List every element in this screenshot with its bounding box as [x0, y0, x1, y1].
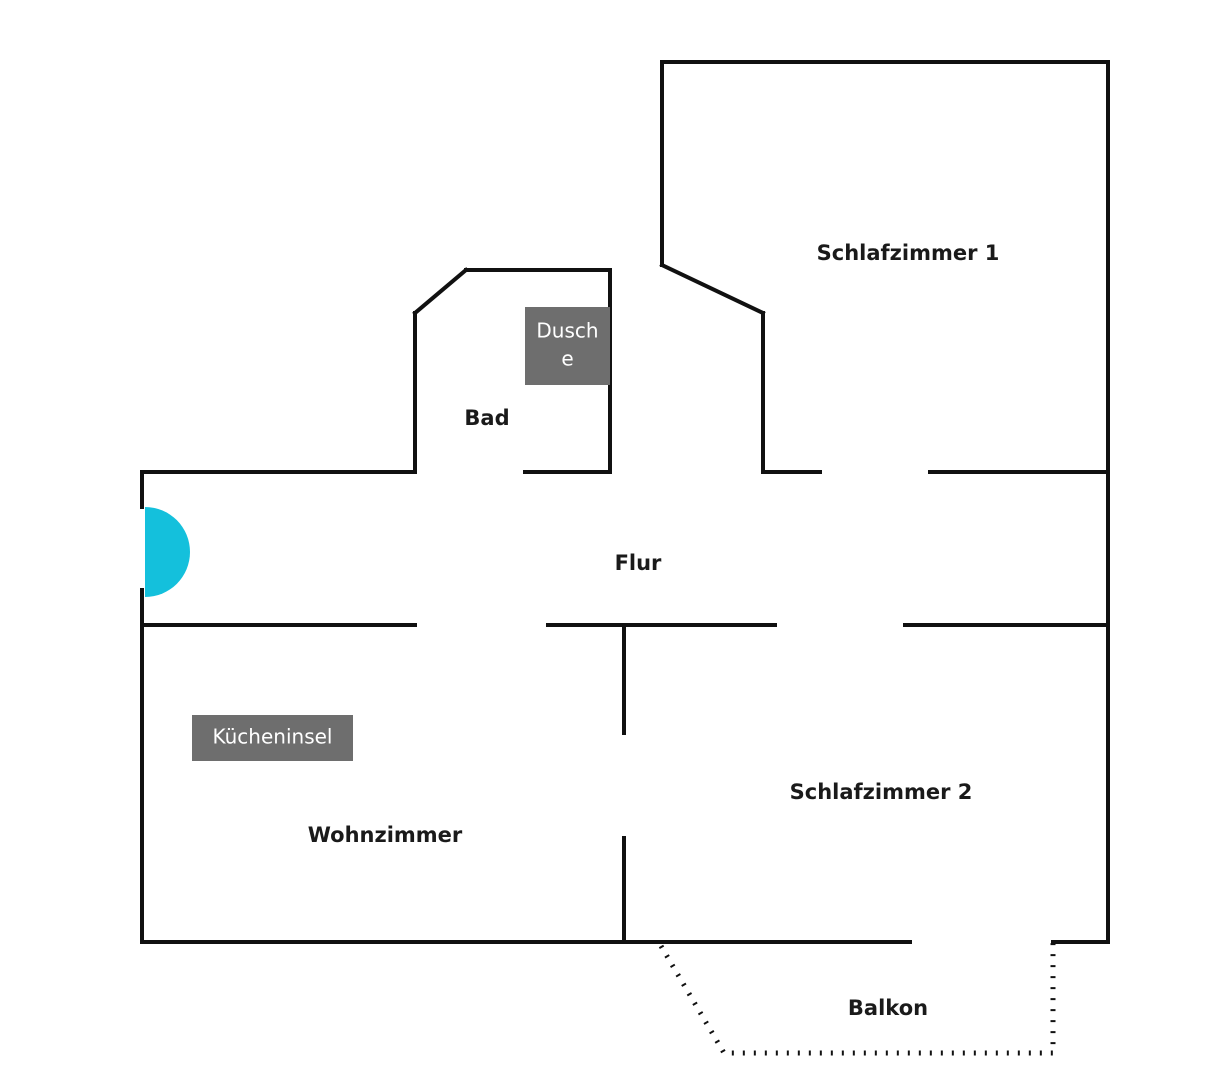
wall-bad-diagonal [412, 267, 469, 316]
room-label-wohnzimmer: Wohnzimmer [308, 823, 463, 847]
walls-group [140, 60, 1110, 944]
fixture-dusche: Dusch e [525, 307, 610, 385]
fixture-label-dusche: e [561, 347, 573, 371]
fixture-box-dusche [525, 307, 610, 385]
room-label-schlafzimmer-2: Schlafzimmer 2 [790, 780, 973, 804]
room-label-balkon: Balkon [848, 996, 928, 1020]
entrance-door-swing-icon[interactable] [145, 507, 190, 597]
room-label-flur: Flur [615, 551, 662, 575]
room-label-bad: Bad [464, 406, 509, 430]
fixture-label-kuecheninsel: Kücheninsel [213, 725, 333, 749]
entrance-door-group[interactable] [145, 507, 190, 597]
fixture-box-kuecheninsel [192, 715, 353, 761]
room-label-schlafzimmer-1: Schlafzimmer 1 [817, 241, 1000, 265]
wall-bedroom1-diagonal [659, 262, 766, 316]
fixture-kuecheninsel: Kücheninsel [192, 715, 353, 761]
fixture-label-dusche: Dusch [536, 319, 598, 343]
